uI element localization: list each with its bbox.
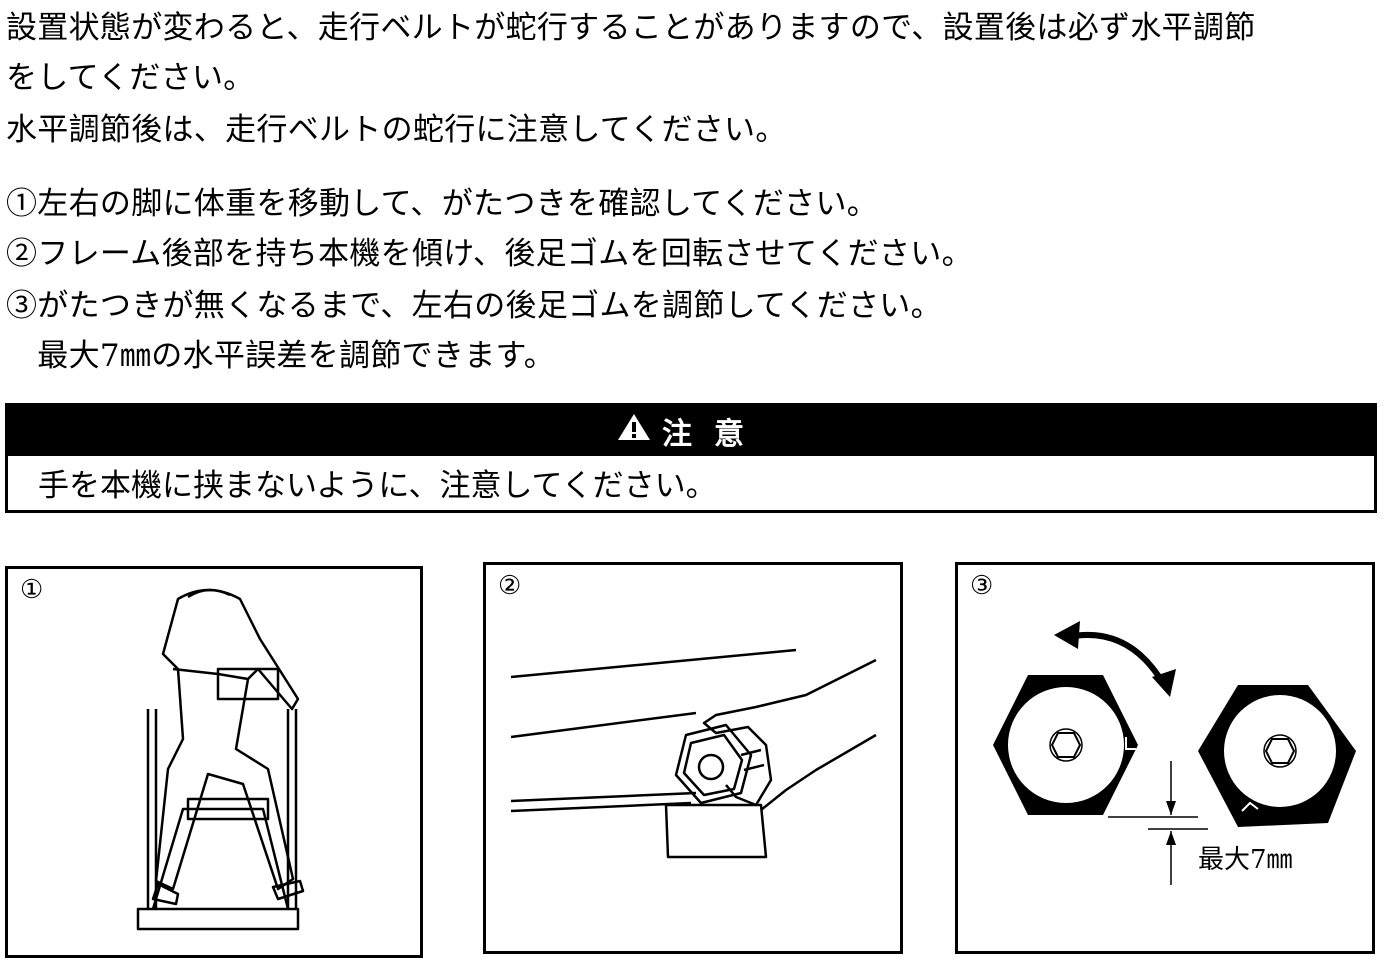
rubber-foot-adjustment-diagram xyxy=(993,621,1356,885)
caution-title: 注意 xyxy=(662,417,766,452)
step-2: ②フレーム後部を持ち本機を傾け、後足ゴムを回転させてください。 xyxy=(6,236,973,272)
caution-box: 注意 手を本機に挟まないように、注意してください。 xyxy=(5,403,1377,513)
figure-2-number: ② xyxy=(498,571,522,601)
person-on-treadmill-illustration xyxy=(136,588,305,931)
figure-2-panel: ② xyxy=(483,562,903,954)
caution-header: 注意 xyxy=(8,406,1374,456)
warning-triangle-icon xyxy=(616,412,652,450)
step-3-note: 最大7㎜の水平誤差を調節できます。 xyxy=(6,338,556,374)
step-3: ③がたつきが無くなるまで、左右の後足ゴムを調節してください。 xyxy=(6,288,942,324)
hand-turning-rubber-foot-illustration xyxy=(510,648,877,859)
max-adjustment-label: 最大7㎜ xyxy=(1198,845,1293,875)
figure-1-panel: ① xyxy=(5,566,423,958)
intro-line-2: をしてください。 xyxy=(6,60,255,96)
figure-1-number: ① xyxy=(20,575,44,605)
intro-line-3: 水平調節後は、走行ベルトの蛇行に注意してください。 xyxy=(6,112,787,148)
step-1: ①左右の脚に体重を移動して、がたつきを確認してください。 xyxy=(6,186,879,222)
intro-line-1: 設置状態が変わると、走行ベルトが蛇行することがありますので、設置後は必ず水平調節 xyxy=(6,10,1256,46)
caution-text: 手を本機に挟まないように、注意してください。 xyxy=(38,468,717,504)
figure-3-number: ③ xyxy=(970,571,994,601)
figure-3-panel: ③ 最大7㎜ xyxy=(955,562,1375,954)
